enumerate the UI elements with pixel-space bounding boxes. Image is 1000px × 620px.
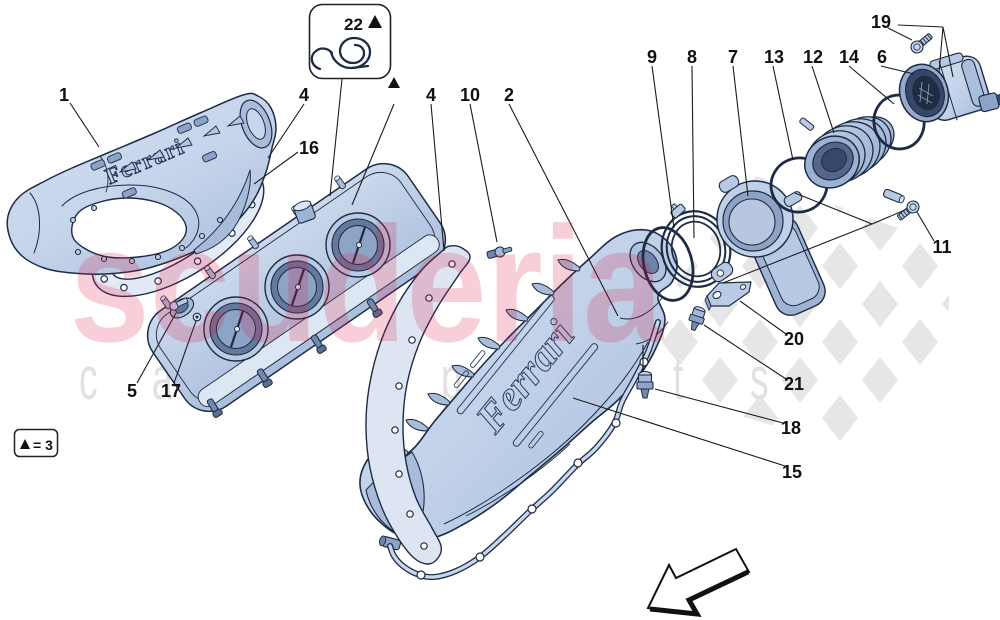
svg-text:10: 10 (460, 85, 480, 105)
svg-text:16: 16 (299, 138, 319, 158)
svg-text:t: t (673, 345, 683, 412)
svg-text:7: 7 (728, 47, 738, 67)
svg-text:scuderia: scuderia (70, 192, 665, 376)
svg-text:20: 20 (784, 329, 804, 349)
svg-text:9: 9 (647, 47, 657, 67)
svg-text:14: 14 (839, 47, 859, 67)
svg-text:13: 13 (764, 47, 784, 67)
svg-text:22: 22 (344, 15, 363, 34)
svg-text:15: 15 (782, 462, 802, 482)
svg-text:19: 19 (871, 12, 891, 32)
svg-text:21: 21 (784, 374, 804, 394)
svg-text:s: s (750, 345, 769, 412)
svg-text:8: 8 (687, 47, 697, 67)
svg-text:4: 4 (426, 85, 436, 105)
svg-text:5: 5 (127, 381, 137, 401)
svg-text:11: 11 (932, 237, 951, 257)
svg-text:= 3: = 3 (33, 437, 53, 453)
svg-text:18: 18 (781, 418, 801, 438)
svg-text:17: 17 (161, 381, 181, 401)
svg-text:1: 1 (59, 85, 69, 105)
svg-text:c: c (79, 345, 98, 412)
svg-text:6: 6 (877, 47, 887, 67)
svg-text:12: 12 (803, 47, 823, 67)
svg-text:2: 2 (504, 85, 514, 105)
svg-text:4: 4 (299, 85, 309, 105)
